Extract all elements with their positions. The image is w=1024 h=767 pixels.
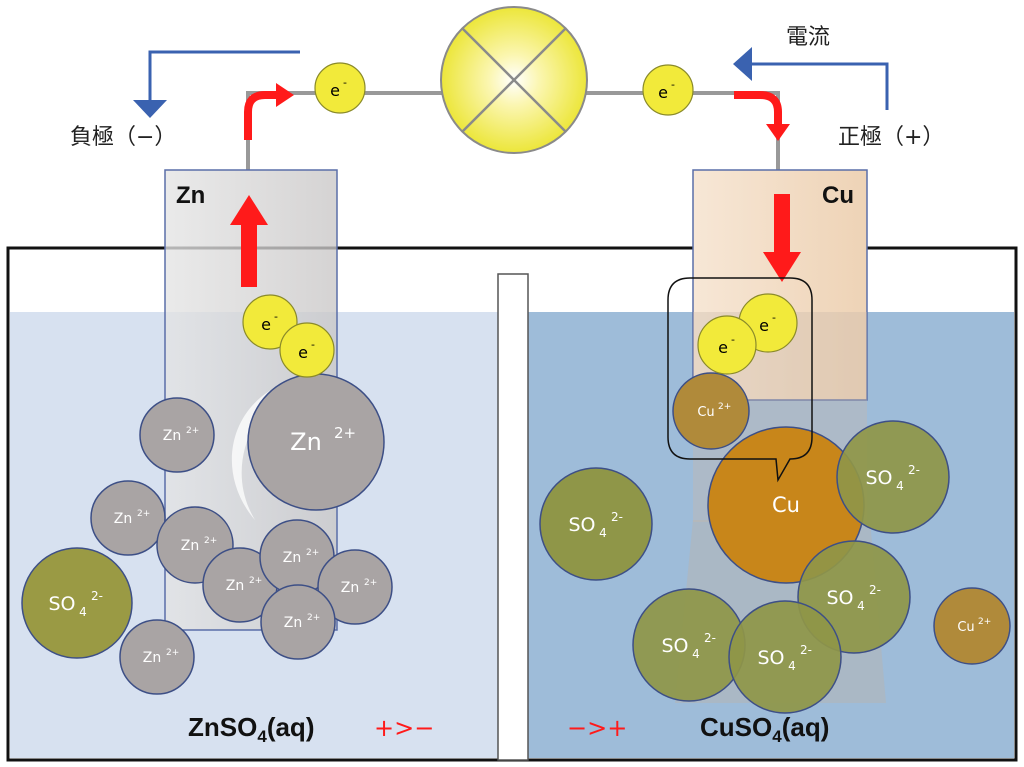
svg-text:-: - xyxy=(731,333,735,346)
positive-pole-label: 正極（+） xyxy=(838,125,944,150)
svg-text:2-: 2- xyxy=(908,463,920,477)
svg-text:Cu: Cu xyxy=(772,493,800,517)
zinc-ion-large: Zn 2+ xyxy=(247,373,385,511)
svg-text:Zn: Zn xyxy=(341,580,359,596)
svg-text:SO: SO xyxy=(568,514,595,536)
svg-text:Cu: Cu xyxy=(957,620,974,635)
svg-text:Zn: Zn xyxy=(163,428,181,444)
reaction-callout xyxy=(667,277,813,483)
svg-text:SO: SO xyxy=(865,467,892,489)
svg-text:4: 4 xyxy=(857,599,865,613)
left-potential-label: +>− xyxy=(374,714,434,742)
svg-text:e: e xyxy=(330,81,340,100)
svg-text:2+: 2+ xyxy=(204,536,217,546)
sulfate-ion: SO 4 2- xyxy=(632,588,746,702)
svg-text:Zn: Zn xyxy=(226,578,244,594)
svg-text:2+: 2+ xyxy=(186,426,199,436)
cu-electrode-label: Cu xyxy=(822,182,854,209)
svg-text:2+: 2+ xyxy=(334,424,356,442)
svg-text:2-: 2- xyxy=(869,583,881,597)
svg-text:SO: SO xyxy=(661,635,688,657)
svg-text:Zn: Zn xyxy=(283,550,301,566)
svg-text:Zn: Zn xyxy=(114,511,132,527)
zinc-ion: Zn 2+ xyxy=(260,584,336,660)
svg-text:SO: SO xyxy=(48,593,75,615)
copper-electron-2: e - xyxy=(697,315,757,375)
porous-partition xyxy=(497,273,529,761)
svg-text:Zn: Zn xyxy=(284,615,302,631)
svg-text:e: e xyxy=(298,343,308,362)
svg-text:-: - xyxy=(343,76,347,89)
zn-surface-highlight xyxy=(231,378,300,520)
cu-electron-down-arrow xyxy=(763,194,801,282)
svg-text:e: e xyxy=(718,338,728,357)
svg-text:2+: 2+ xyxy=(166,648,179,658)
svg-text:4: 4 xyxy=(599,526,607,540)
zinc-ion: Zn 2+ xyxy=(90,480,166,556)
zn-electron-up-arrow xyxy=(230,195,268,287)
zinc-electron-1: e - xyxy=(242,294,298,350)
copper-ion: Cu 2+ xyxy=(672,372,750,450)
zinc-ion: Zn 2+ xyxy=(119,619,195,695)
svg-text:2+: 2+ xyxy=(249,576,262,586)
right-solution-label: CuSO4(aq) xyxy=(700,712,829,746)
light-bulb-icon xyxy=(440,6,588,154)
svg-text:2+: 2+ xyxy=(307,613,320,623)
svg-text:2-: 2- xyxy=(800,643,812,657)
svg-text:2+: 2+ xyxy=(137,509,150,519)
svg-text:SO: SO xyxy=(826,587,853,609)
electron-flow-arrow-left xyxy=(244,83,294,140)
sulfate-ion: SO 4 2- xyxy=(21,547,133,659)
svg-text:e: e xyxy=(658,83,668,102)
sulfate-ion: SO 4 2- xyxy=(728,600,842,714)
left-wire xyxy=(246,91,448,170)
negative-pole-label: 負極（−） xyxy=(70,125,176,150)
current-arrow-right xyxy=(733,47,889,110)
svg-text:-: - xyxy=(671,78,675,91)
zinc-electron-2: e - xyxy=(279,322,335,378)
svg-text:4: 4 xyxy=(692,647,700,661)
svg-text:e: e xyxy=(261,315,271,334)
svg-text:Cu: Cu xyxy=(697,405,714,420)
left-solution-label: ZnSO4(aq) xyxy=(188,712,314,746)
svg-text:2+: 2+ xyxy=(364,578,377,588)
right-potential-label: −>+ xyxy=(567,714,627,742)
copper-atom: Cu xyxy=(707,426,865,584)
current-arrow-left xyxy=(133,50,300,118)
svg-text:-: - xyxy=(274,310,278,323)
svg-text:Zn: Zn xyxy=(181,538,199,554)
svg-text:e: e xyxy=(759,316,769,335)
svg-text:-: - xyxy=(772,311,776,324)
svg-text:2+: 2+ xyxy=(978,617,991,627)
svg-text:2+: 2+ xyxy=(306,548,319,558)
svg-text:Zn: Zn xyxy=(143,650,161,666)
svg-text:2-: 2- xyxy=(704,631,716,645)
svg-text:4: 4 xyxy=(788,659,796,673)
svg-text:-: - xyxy=(311,338,315,351)
wire-electron-right: e - xyxy=(642,64,694,116)
sulfate-ion: SO 4 2- xyxy=(836,420,950,534)
svg-text:2-: 2- xyxy=(611,510,623,524)
svg-text:SO: SO xyxy=(757,647,784,669)
current-label: 電流 xyxy=(786,25,830,50)
electron-flow-arrow-right xyxy=(734,91,790,141)
zn-electrode-label: Zn xyxy=(176,182,205,209)
zinc-ion: Zn 2+ xyxy=(317,549,393,625)
sulfate-ion: SO 4 2- xyxy=(539,467,653,581)
svg-text:4: 4 xyxy=(896,479,904,493)
svg-text:2+: 2+ xyxy=(718,402,731,412)
zinc-ion: Zn 2+ xyxy=(139,397,215,473)
wire-electron-left: e - xyxy=(314,62,366,114)
svg-text:2-: 2- xyxy=(91,589,103,603)
svg-text:Zn: Zn xyxy=(290,428,322,456)
svg-text:4: 4 xyxy=(79,605,87,619)
copper-ion: Cu 2+ xyxy=(933,587,1011,665)
